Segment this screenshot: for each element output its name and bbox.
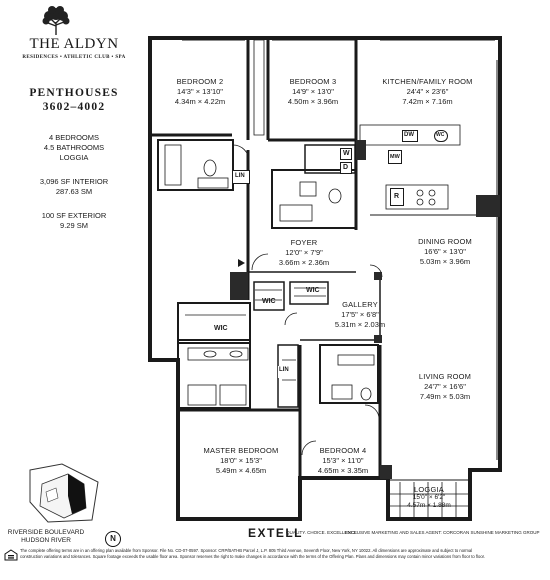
room-bedroom-2: BEDROOM 2 14'3" × 13'10" 4.34m × 4.22m <box>160 77 240 107</box>
room-imperial: 24'7" × 16'6" <box>424 382 466 391</box>
tag-text: W <box>343 150 350 157</box>
room-imperial: 14'3" × 13'10" <box>177 87 223 96</box>
developer-logo: EXTELL <box>248 526 304 540</box>
room-name: GALLERY <box>342 300 378 309</box>
wic-tag-master: WIC <box>214 325 228 332</box>
room-name: LOGGIA <box>414 485 444 494</box>
room-kitchen: KITCHEN/FAMILY ROOM 24'4" × 23'6" 7.42m … <box>360 77 495 107</box>
unit-title: PENTHOUSES 3602–4002 <box>14 86 134 114</box>
room-loggia: LOGGIA 15'0" × 6'2" 4.57m × 1.88m <box>390 486 468 510</box>
room-name: BEDROOM 3 <box>289 77 337 86</box>
linen-closet-tag: LIN <box>232 170 250 184</box>
room-master-bedroom: MASTER BEDROOM 18'0" × 15'3" 5.49m × 4.6… <box>196 446 286 476</box>
room-imperial: 16'6" × 13'0" <box>424 247 466 256</box>
room-metric: 5.49m × 4.65m <box>215 466 267 475</box>
tag-text: WC <box>436 132 445 138</box>
tag-text: D <box>343 164 349 171</box>
unit-interior-sf: 3,096 SF INTERIOR <box>39 177 109 186</box>
tag-text: LIN <box>279 367 289 373</box>
site-street-label: RIVERSIDE BOULEVARD HUDSON RIVER <box>4 529 88 545</box>
site-key-plan-icon <box>29 463 99 523</box>
room-metric: 7.49m × 5.03m <box>419 392 471 401</box>
room-metric: 4.34m × 4.22m <box>174 97 226 106</box>
room-imperial: 24'4" × 23'6" <box>406 87 449 96</box>
sales-agent: EXCLUSIVE MARKETING AND SALES AGENT: COR… <box>345 530 540 535</box>
room-bedroom-3: BEDROOM 3 14'9" × 13'0" 4.50m × 3.96m <box>272 77 354 107</box>
tag-text: LIN <box>235 173 245 179</box>
tree-logo-icon <box>42 6 70 35</box>
north-letter: N <box>110 534 116 543</box>
wine-cooler-tag: WC <box>434 130 448 142</box>
room-name: LIVING ROOM <box>418 372 472 381</box>
brand-tagline: RESIDENCES • ATHLETIC CLUB • SPA <box>22 55 126 60</box>
wic-tag-foyer: WIC <box>262 298 276 305</box>
room-metric: 3.66m × 2.36m <box>278 258 330 267</box>
tag-text: R <box>394 193 400 200</box>
room-foyer: FOYER 12'0" × 7'9" 3.66m × 2.36m <box>256 238 352 268</box>
linen-closet-tag-2: LIN <box>278 366 294 378</box>
room-imperial: 17'5" × 6'8" <box>341 310 379 319</box>
room-name: KITCHEN/FAMILY ROOM <box>382 77 473 86</box>
room-imperial: 18'0" × 15'3" <box>220 456 262 465</box>
unit-exterior-sm: 9.29 SM <box>60 221 88 230</box>
room-metric: 5.03m × 3.96m <box>419 257 471 266</box>
room-name: DINING ROOM <box>418 237 472 246</box>
equal-housing-icon <box>4 548 18 561</box>
refrigerator-tag: R <box>390 188 404 206</box>
room-metric: 4.50m × 3.96m <box>287 97 339 106</box>
developer-tagline: QUALITY. CHOICE. EXCELLENCE <box>286 530 357 535</box>
room-imperial: 12'0" × 7'9" <box>285 248 323 257</box>
room-name: MASTER BEDROOM <box>203 446 279 455</box>
disclaimer-line-1: The complete offering terms are in an of… <box>20 548 473 553</box>
microwave-tag: MW <box>388 150 402 164</box>
unit-bathrooms: 4.5 BATHROOMS <box>43 143 105 152</box>
room-metric: 7.42m × 7.16m <box>402 97 453 106</box>
disclaimer-line-2: construction variations and tolerances. … <box>20 554 485 559</box>
unit-interior-sm: 287.63 SM <box>55 187 93 196</box>
room-gallery: GALLERY 17'5" × 6'8" 5.31m × 2.03m <box>330 300 390 330</box>
room-metric: 5.31m × 2.03m <box>334 320 386 329</box>
wic-tag-gallery: WIC <box>306 287 320 294</box>
tag-text: MW <box>390 154 400 160</box>
room-imperial: 15'3" × 11'0" <box>322 456 364 465</box>
room-dining: DINING ROOM 16'6" × 13'0" 5.03m × 3.96m <box>400 237 490 267</box>
room-living: LIVING ROOM 24'7" × 16'6" 7.49m × 5.03m <box>400 372 490 402</box>
unit-number: 3602–4002 <box>42 101 106 113</box>
room-imperial: 15'0" × 6'2" <box>412 494 446 501</box>
room-imperial: 14'9" × 13'0" <box>292 87 334 96</box>
legal-disclaimer: The complete offering terms are in an of… <box>20 548 546 560</box>
river-name: HUDSON RIVER <box>21 537 71 544</box>
tag-text: DW <box>404 132 414 138</box>
north-compass-icon: N <box>105 531 121 547</box>
room-name: BEDROOM 2 <box>176 77 224 86</box>
room-bedroom-4: BEDROOM 4 15'3" × 11'0" 4.65m × 3.35m <box>308 446 378 476</box>
room-name: FOYER <box>290 238 318 247</box>
room-metric: 4.65m × 3.35m <box>317 466 369 475</box>
brand-name: THE ALDYN <box>29 36 119 52</box>
dishwasher-tag: DW <box>402 130 418 142</box>
room-name: BEDROOM 4 <box>319 446 367 455</box>
unit-title-label: PENTHOUSES <box>29 87 119 99</box>
room-metric: 4.57m × 1.88m <box>407 502 451 509</box>
washer-tag: W <box>340 148 352 160</box>
dryer-tag: D <box>340 162 352 174</box>
unit-exterior-sf: 100 SF EXTERIOR <box>41 211 107 220</box>
unit-bedrooms: 4 BEDROOMS <box>48 133 99 142</box>
unit-outdoor: LOGGIA <box>59 153 89 162</box>
street-name: RIVERSIDE BOULEVARD <box>7 529 85 536</box>
